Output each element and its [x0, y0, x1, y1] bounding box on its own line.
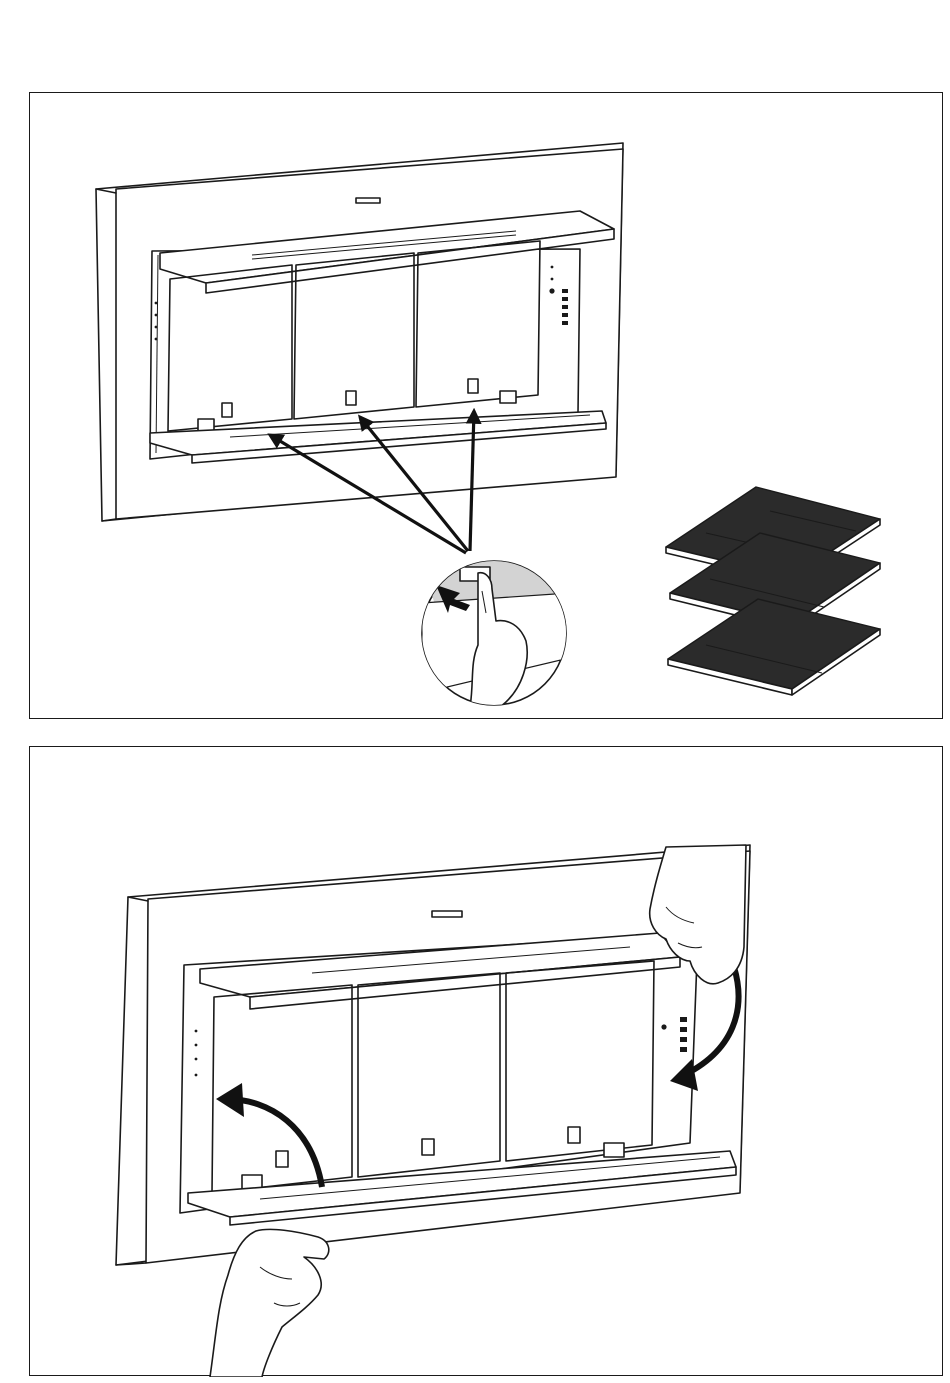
- hood-body: [96, 143, 623, 521]
- release-clip: [346, 391, 356, 405]
- hinge: [500, 391, 516, 403]
- step-1-illustration: [30, 93, 944, 720]
- carbon-filter: [668, 599, 880, 695]
- release-clip: [276, 1151, 288, 1167]
- release-clip: [422, 1139, 434, 1155]
- detail-inset: [422, 545, 590, 707]
- release-clip: [468, 379, 478, 393]
- hinge: [604, 1143, 624, 1157]
- top-slot: [432, 911, 462, 917]
- step-1-panel: [29, 92, 943, 719]
- carbon-filters: [666, 487, 880, 695]
- step-2-illustration: [30, 747, 944, 1377]
- hinge: [198, 419, 214, 431]
- step-2-panel: [29, 746, 943, 1376]
- release-clip: [222, 403, 232, 417]
- release-clip: [568, 1127, 580, 1143]
- top-slot: [356, 198, 380, 203]
